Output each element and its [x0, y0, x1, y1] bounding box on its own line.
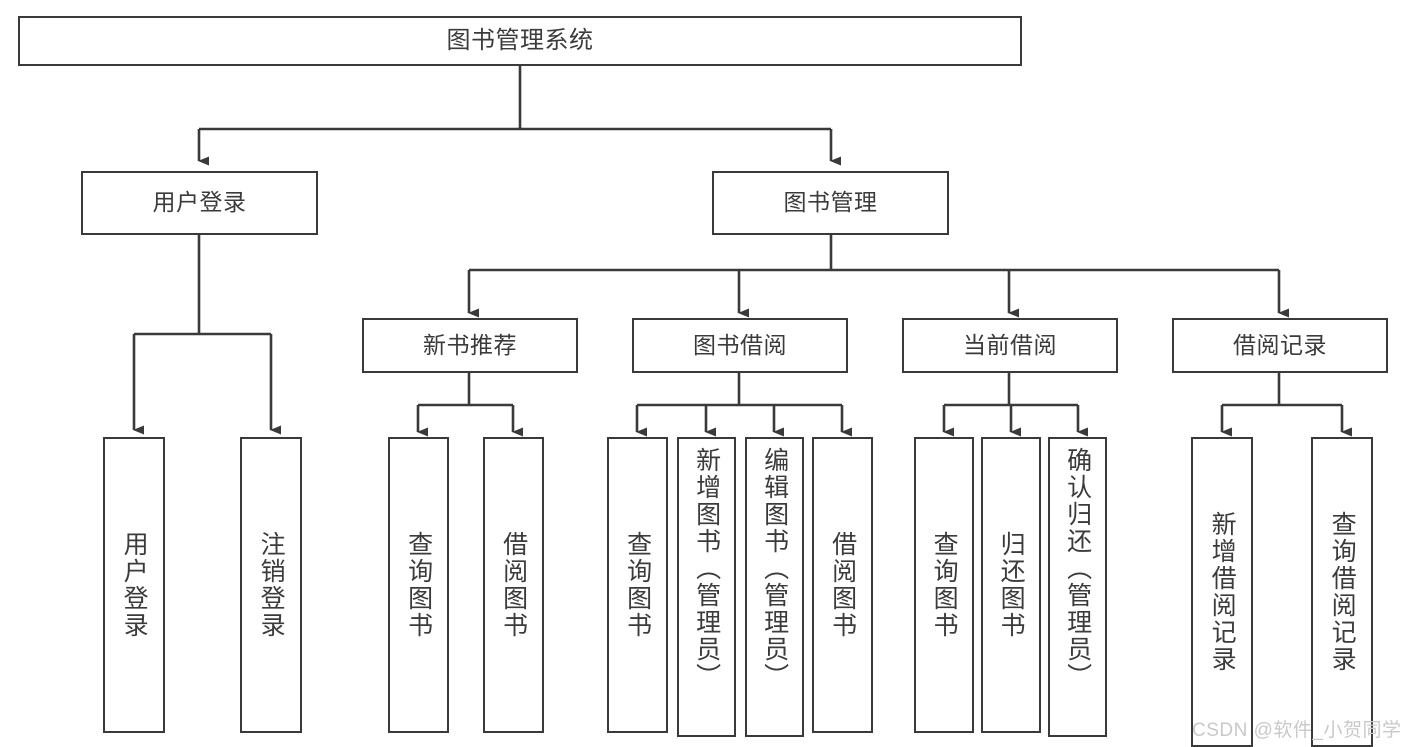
node-label: 借阅图书: [499, 531, 528, 639]
node-book-management[interactable]: 图书管理: [712, 171, 949, 235]
node-label: 新增图书（管理员）: [692, 447, 721, 690]
leaf-current-confirm-return-admin[interactable]: 确认归还（管理员）: [1048, 437, 1107, 737]
node-label: 用户登录: [120, 531, 149, 639]
leaf-recommend-borrow-book[interactable]: 借阅图书: [483, 437, 544, 733]
node-label: 归还图书: [997, 531, 1026, 639]
node-label: 查询图书: [623, 531, 652, 639]
node-current-borrow[interactable]: 当前借阅: [902, 318, 1118, 373]
node-label: 查询图书: [404, 531, 433, 639]
leaf-record-add-record[interactable]: 新增借阅记录: [1191, 437, 1253, 747]
node-label: 查询图书: [930, 531, 959, 639]
leaf-recommend-query-book[interactable]: 查询图书: [388, 437, 449, 733]
leaf-record-query-record[interactable]: 查询借阅记录: [1311, 437, 1373, 747]
node-label: 当前借阅: [963, 331, 1057, 358]
leaf-current-return-book[interactable]: 归还图书: [981, 437, 1041, 733]
leaf-current-query-book[interactable]: 查询图书: [914, 437, 974, 733]
node-label: 注销登录: [257, 531, 286, 639]
node-book-borrow[interactable]: 图书借阅: [632, 318, 848, 373]
node-borrow-record[interactable]: 借阅记录: [1172, 318, 1388, 373]
node-label: 确认归还（管理员）: [1063, 447, 1092, 690]
node-root-system[interactable]: 图书管理系统: [18, 16, 1022, 66]
node-label: 新增借阅记录: [1208, 511, 1237, 673]
node-label: 借阅图书: [828, 531, 857, 639]
leaf-borrow-add-book-admin[interactable]: 新增图书（管理员）: [677, 437, 736, 737]
node-user-login[interactable]: 用户登录: [81, 171, 318, 235]
leaf-borrow-edit-book-admin[interactable]: 编辑图书（管理员）: [745, 437, 804, 737]
node-label: 编辑图书（管理员）: [760, 447, 789, 690]
node-label: 借阅记录: [1233, 331, 1327, 358]
node-label: 图书借阅: [693, 331, 787, 358]
leaf-user-login-login[interactable]: 用户登录: [103, 437, 165, 733]
leaf-user-login-logout[interactable]: 注销登录: [240, 437, 302, 733]
leaf-borrow-borrow-book[interactable]: 借阅图书: [812, 437, 873, 733]
node-label: 图书管理: [783, 189, 878, 216]
node-label: 新书推荐: [423, 331, 517, 358]
node-label: 用户登录: [152, 189, 247, 216]
node-label: 图书管理系统: [446, 26, 594, 54]
node-label: 查询借阅记录: [1328, 511, 1357, 673]
node-new-book-recommend[interactable]: 新书推荐: [362, 318, 578, 373]
leaf-borrow-query-book[interactable]: 查询图书: [607, 437, 668, 733]
